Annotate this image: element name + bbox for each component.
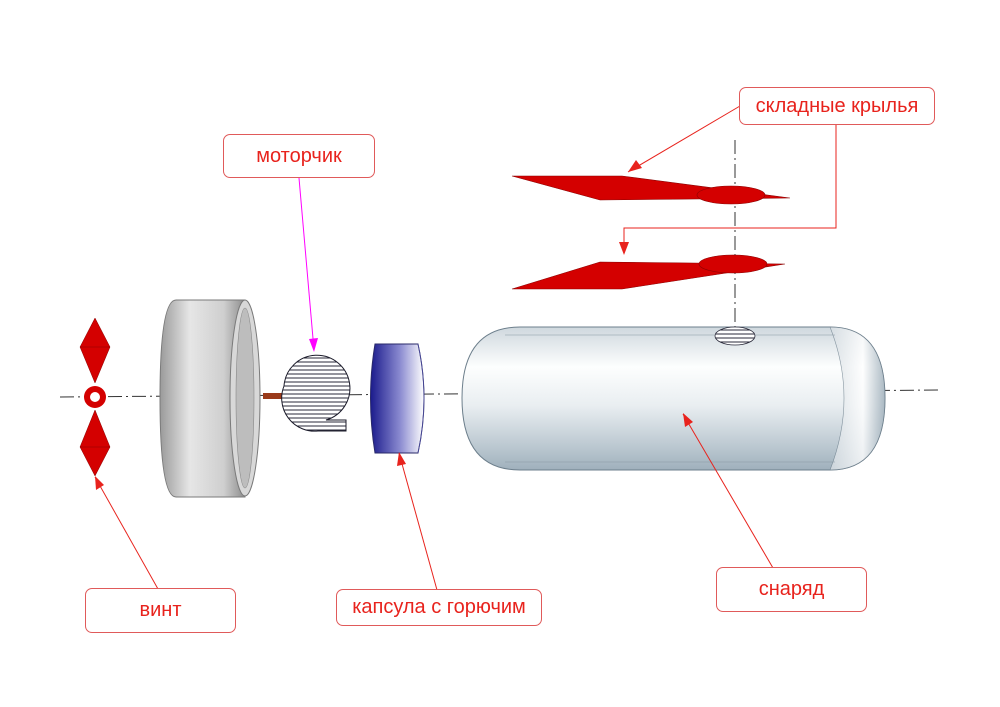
folding-wing-lower — [511, 254, 786, 290]
motor-leader-line — [298, 177, 318, 352]
label-motor: моторчик — [223, 134, 375, 178]
projectile-shell — [461, 326, 886, 471]
propeller-blade-bottom — [79, 409, 111, 477]
propeller — [79, 317, 111, 477]
propeller-blade-top — [79, 317, 111, 384]
housing-drum — [159, 299, 261, 498]
motor-shaft — [263, 393, 285, 399]
label-fuel-capsule: капсула с горючим — [336, 589, 542, 626]
folding-wing-upper — [511, 175, 791, 205]
wing-mount-slot — [714, 326, 756, 346]
motor — [281, 354, 351, 432]
label-projectile: снаряд — [716, 567, 867, 612]
label-propeller: винт — [85, 588, 236, 633]
fuel-capsule — [370, 343, 425, 454]
label-folding-wings: складные крылья — [739, 87, 935, 125]
leader-lines — [94, 105, 837, 591]
